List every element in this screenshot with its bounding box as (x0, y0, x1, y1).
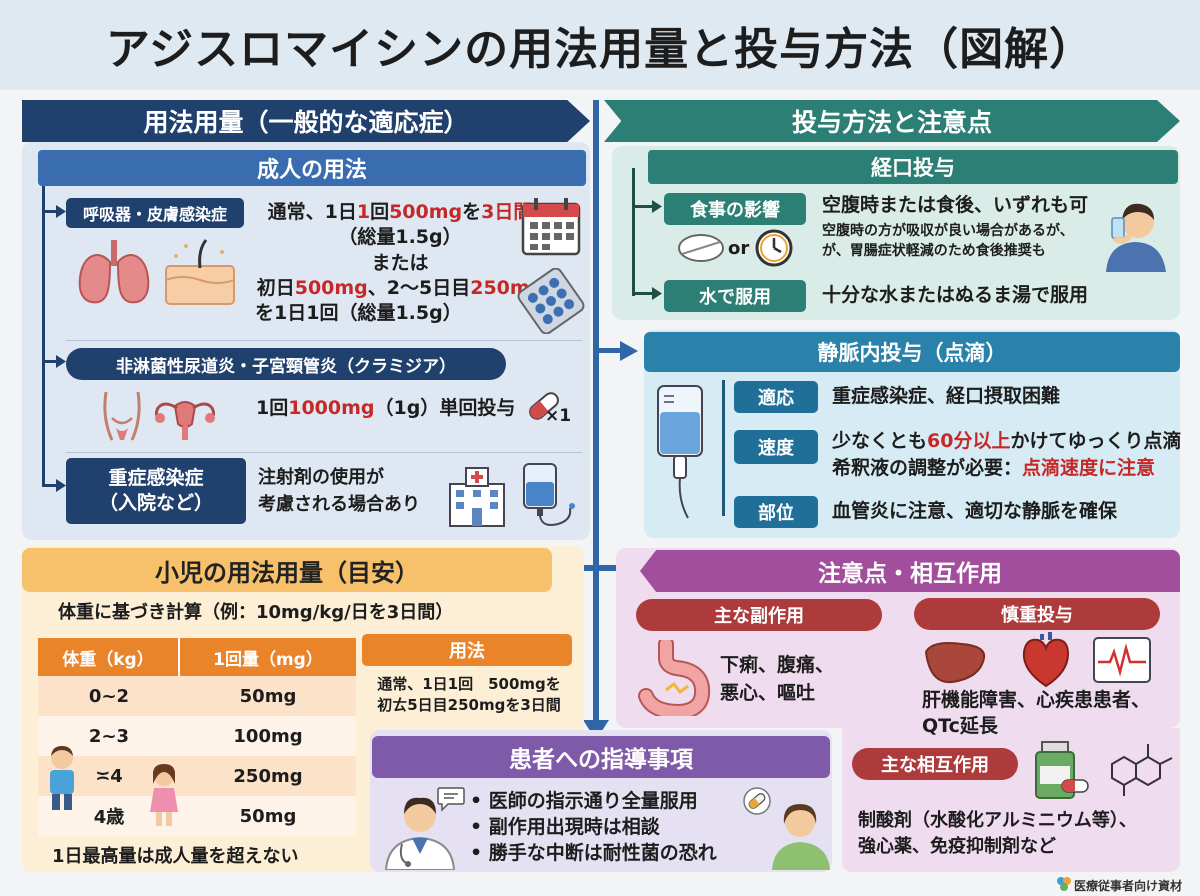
take-with-water-text: 十分な水またはぬるま湯で服用 (822, 284, 1089, 306)
arrow-right-icon (42, 205, 66, 218)
pediatric-max-note: 1日最高量は成人量を超えない (52, 846, 299, 867)
arrow-right-icon (632, 287, 662, 300)
stomach-icon (638, 640, 711, 716)
speed-tag: 速度 (734, 430, 818, 464)
liver-icon (924, 642, 986, 684)
patient-icon (772, 804, 830, 870)
speed-text: 少なくとも60分以上かけてゆっくり点滴 希釈液の調整が必要：点滴速度に注意 (832, 430, 1182, 479)
pediatric-dose-table: 体重（kg） 1回量（mg） 0~2 50mg 2~3 100mg ≍4 250… (38, 638, 356, 844)
person-drinking-icon (1106, 203, 1166, 272)
table-row: 4歳 50mg (38, 796, 356, 836)
table-row: 0~2 50mg (38, 676, 356, 716)
tree-line (722, 380, 725, 516)
horizontal-connector (566, 565, 626, 571)
pediatric-header: 小児の用法用量（目安） (22, 548, 552, 592)
food-effect-sub: 空腹時の方が吸収が良い場合があるが、が、胃腸症状軽減のため食後推奨も (822, 223, 1074, 259)
iv-drip-icon (657, 385, 703, 519)
arrow-right-icon (42, 355, 66, 368)
interactions-text: 制酸剤（水酸化アルミニウム等）、強心薬、免疫抑制剤など (858, 810, 1137, 858)
oral-header: 経口投与 (648, 150, 1178, 184)
table-row: ≍4 250mg (38, 756, 356, 796)
col-dose: 1回量（mg） (213, 649, 323, 670)
pill-speech-icon (743, 787, 771, 815)
heart-icon (1022, 632, 1070, 688)
iv-connector (599, 348, 623, 353)
take-with-water-tag: 水で服用 (664, 280, 806, 312)
food-effect-tag: 食事の影響 (664, 193, 806, 225)
food-effect-main: 空腹時または食後、いずれも可 (822, 194, 1089, 216)
iv-header: 静脈内投与（点滴） (644, 332, 1180, 372)
footer-text: 医療従事者向け資材 (1074, 879, 1183, 893)
careful-admin-text: 肝機能障害、心疾患患者、QTc延長 (922, 689, 1151, 737)
cautions-header: 注意点・相互作用 (640, 550, 1180, 592)
center-connector (593, 100, 599, 728)
page-title: アジスロマイシンの用法用量と投与方法（図解） (0, 0, 1200, 90)
arrow-right-icon (620, 341, 638, 361)
pediatric-usage-text: 通常、1日1回 500mgを初ㄊ5日目250mgを3日間 (377, 675, 561, 714)
guidance-header: 患者への指導事項 (372, 736, 830, 778)
pediatric-usage-tag: 用法 (362, 634, 572, 666)
list-item: • 副作用出現時は相談 (470, 816, 660, 839)
site-text: 血管炎に注意、適切な静脈を確保 (832, 500, 1118, 522)
blister-pack-icon (517, 268, 585, 334)
indication-text: 重症感染症、経口摂取困難 (832, 385, 1061, 407)
ecg-monitor-icon (1093, 637, 1151, 683)
iv-bag-icon (523, 463, 575, 526)
arrow-right-icon (632, 200, 662, 213)
calendar-icon (521, 198, 581, 256)
respiratory-dosage-text: 通常、1日1回500mgを3日間 （総量1.5g） または 初日500mg、2〜… (255, 201, 544, 325)
left-section-header: 用法用量（一般的な適応症） (22, 100, 590, 142)
single-dose-count: ×1 (545, 406, 572, 426)
doctor-icon (384, 797, 456, 870)
col-weight: 体重（kg） (38, 638, 180, 676)
interactions-tag: 主な相互作用 (852, 748, 1018, 780)
hospital-icon (449, 467, 505, 527)
or-text: or (728, 238, 750, 259)
guidance-list: • 医師の指示通り全量服用 • 副作用出現時は相談 • 勝手な中断は耐性菌の恐れ (470, 788, 717, 867)
list-item: • 勝手な中断は耐性菌の恐れ (470, 842, 717, 865)
tablet-icon (678, 234, 724, 262)
adult-header: 成人の用法 (38, 150, 586, 186)
uterus-icon (154, 401, 216, 440)
molecule-icon (1111, 744, 1173, 796)
logo-icon (1057, 877, 1071, 891)
table-row: 2~3 100mg (38, 716, 356, 756)
table-header-row: 体重（kg） 1回量（mg） (38, 638, 356, 676)
tree-line (42, 186, 45, 486)
indication-tag: 適応 (734, 381, 818, 413)
female-body-icon (103, 391, 141, 441)
right-section-header: 投与方法と注意点 (604, 100, 1180, 142)
side-effects-tag: 主な副作用 (636, 599, 882, 631)
capsule-icon (1061, 779, 1089, 793)
urogenital-tag: 非淋菌性尿道炎・子宮頸管炎（クラミジア） (66, 348, 506, 380)
side-effects-text: 下痢、腹痛、悪心、嘔吐 (720, 654, 835, 704)
careful-admin-tag: 慎重投与 (914, 598, 1160, 630)
urogenital-dosage-text: 1回1000mg（1g）単回投与 (256, 397, 516, 419)
skin-icon (165, 239, 235, 305)
divider (66, 452, 582, 453)
girl-icon (150, 764, 178, 826)
respiratory-skin-tag: 呼吸器・皮膚感染症 (66, 198, 244, 228)
divider (66, 340, 582, 341)
speech-bubble-icon (437, 787, 465, 812)
arrow-right-icon (42, 479, 66, 492)
clock-icon (755, 229, 793, 267)
tree-line (632, 168, 635, 296)
capsule-icon (529, 392, 559, 420)
lungs-icon (78, 240, 150, 304)
site-tag: 部位 (734, 496, 818, 528)
severe-infection-text: 注射剤の使用が考慮される場合あり (258, 467, 420, 515)
pediatric-calc-text: 体重に基づき計算（例：10mg/kg/日を3日間） (58, 602, 454, 623)
severe-infection-tag: 重症感染症（入院など） (66, 458, 246, 524)
list-item: • 医師の指示通り全量服用 (470, 790, 698, 812)
boy-icon (50, 746, 74, 810)
